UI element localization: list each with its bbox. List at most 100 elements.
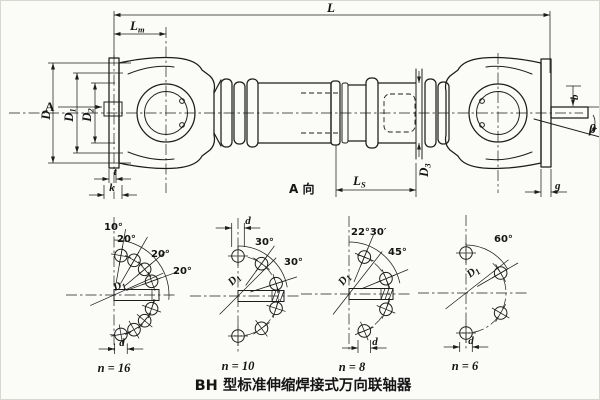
bolt-hole [114, 248, 128, 263]
angle-label: 20° [173, 266, 192, 277]
main-view-labels: L Lm A D D1 D2 D3 t k LS A 向 b β g [38, 1, 596, 196]
label-view-A: A [45, 99, 55, 114]
label-L: L [326, 1, 335, 15]
label-D2: D2 [79, 107, 96, 122]
label-hole-dia: d [468, 335, 474, 347]
flange-stub [550, 106, 589, 119]
bolt-hole [114, 327, 128, 342]
angle-label: 10° [104, 222, 123, 233]
hidden-spline-lines [301, 92, 339, 134]
label-g: g [554, 180, 561, 192]
tube-section [377, 82, 416, 144]
angle-label: 30° [284, 257, 303, 268]
bolt-hole [357, 324, 372, 338]
bolt-circle-diagram [301, 216, 411, 353]
bolt-circle-arc [357, 254, 390, 334]
bolt-hole-tangent-tick [253, 322, 270, 335]
label-view-direction: A 向 [289, 181, 314, 196]
label-hole-dia: d [245, 215, 251, 227]
label-bolt-circle-D1: D1 [225, 271, 244, 290]
label-bolt-circle-D1: D1 [464, 263, 483, 282]
label-D: D [38, 110, 53, 121]
angle-label: 20° [151, 249, 170, 260]
bolt-circle-diameter-line [219, 257, 277, 315]
left-yoke-body [118, 56, 216, 170]
right-yoke-contour-bottom [485, 151, 533, 161]
bolt-hole [254, 321, 269, 336]
left-yoke-contour-top [127, 65, 175, 75]
bolt-hole [127, 253, 141, 268]
rib [220, 78, 233, 148]
hatch-line [380, 288, 386, 300]
bolt-hole [493, 266, 508, 280]
bolt-circle-diameter-line [332, 251, 383, 315]
hatch-line [384, 288, 390, 300]
label-k: k [109, 182, 115, 194]
bolt-hole [127, 322, 141, 337]
label-beta: β [588, 121, 596, 136]
bolt-hole-tangent-tick [147, 271, 156, 291]
bolt-circle-diameter-line [445, 259, 509, 310]
rib [246, 78, 259, 148]
left-snap-ring-dot [179, 98, 185, 104]
right-yoke-body [444, 56, 542, 170]
bolt-hole [357, 250, 372, 264]
bolt-hole [379, 271, 393, 286]
bolt-hole-tangent-tick [272, 298, 280, 318]
rib [437, 81, 450, 145]
bolt-hole [379, 302, 393, 317]
collar-ring [365, 77, 379, 149]
hidden-spline-outline [383, 93, 416, 133]
bolt-diagram-labels: 10° 20° 20° 20° D1 d n = 16 30° 30° D1 d… [98, 215, 513, 375]
label-bolt-circle-D1: D1 [110, 278, 128, 296]
bolt-hole-tangent-tick [495, 264, 506, 282]
main-view-dimensions [48, 11, 581, 199]
angle-label: 30° [255, 237, 274, 248]
angle-label: 20° [117, 234, 136, 245]
right-snap-ring-dot [479, 122, 485, 128]
rib [233, 81, 246, 145]
bolt-hole-tangent-tick [381, 269, 391, 289]
bolt-circle-arc [461, 263, 507, 334]
bolt-hole-tangent-tick [272, 274, 280, 294]
bolt-circle-diameter-line [90, 272, 164, 306]
bolt-hole-tangent-tick [111, 332, 131, 337]
left-yoke-contour-bottom [127, 151, 175, 161]
bolt-hole [269, 276, 283, 291]
bolt-circle-diagram [418, 215, 528, 352]
right-snap-ring-dot [479, 98, 485, 104]
hatch-line [388, 288, 394, 300]
bolt-hole-tangent-tick [354, 326, 374, 336]
bolt-hole [137, 313, 152, 328]
angle-label: 60° [494, 234, 513, 245]
right-yoke-contour-top [485, 65, 533, 75]
label-D3: D3 [416, 163, 433, 178]
left-flange-bolt [103, 101, 123, 117]
main-assembly-view [9, 27, 599, 199]
bolt-hole-tangent-tick [253, 257, 270, 270]
label-Ls: LS [352, 173, 366, 190]
angle-dimension-arc [465, 244, 508, 270]
bolt-count-label: n = 8 [339, 360, 366, 374]
hatch-line [271, 290, 277, 302]
bolt-hole-tangent-tick [354, 252, 374, 262]
weld-collar [330, 80, 341, 146]
angle-dimension-arc [113, 239, 170, 300]
hatch-line [275, 290, 281, 302]
right-bearing-cup-inner [476, 91, 520, 135]
rib [424, 78, 437, 148]
swing-angle-line [533, 118, 599, 138]
bolt-count-label: n = 10 [222, 359, 256, 373]
label-bolt-circle-D1: D1 [335, 271, 354, 290]
right-bearing-cup-outer [468, 83, 528, 143]
angle-label: 22°30′ [351, 227, 387, 238]
drawing-title: BH 型标准伸缩焊接式万向联轴器 [195, 376, 412, 394]
angle-dimension-arc [348, 241, 401, 284]
label-b: b [569, 94, 581, 100]
tube-section [347, 84, 367, 142]
hatch-line [279, 290, 285, 302]
bolt-circle-diagram [66, 217, 178, 354]
label-hole-dia: d [372, 336, 378, 348]
